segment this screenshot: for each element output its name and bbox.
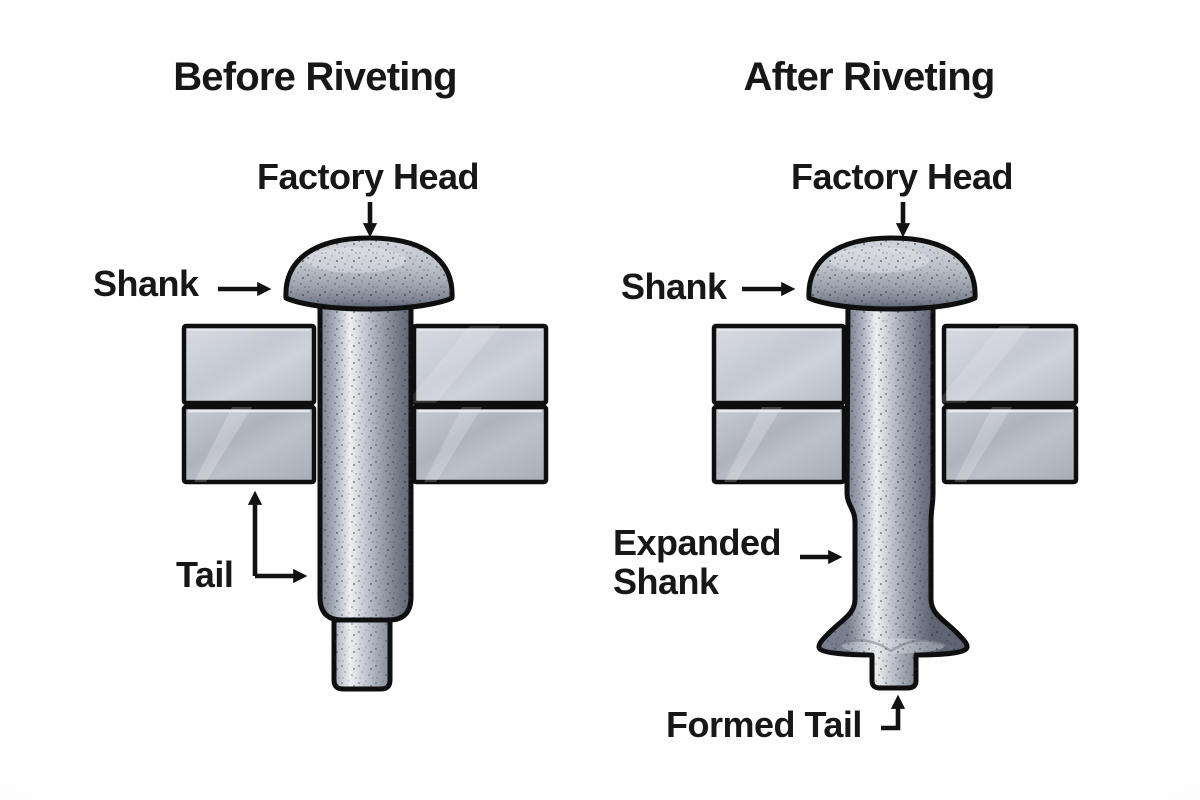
after-plate-bottom-right	[941, 404, 1079, 485]
after-head-speckle	[808, 238, 976, 309]
after-plate-bottom-left	[711, 404, 847, 485]
before-title: Before Riveting	[173, 55, 457, 99]
before-plate-bottom-left	[181, 404, 317, 485]
before-plate-top-left	[181, 323, 317, 406]
after-plate-top-left	[711, 323, 847, 406]
after-shank-label: Shank	[621, 266, 727, 307]
annotation-arrows	[218, 202, 911, 731]
before-assembly	[181, 235, 549, 692]
formed-tail-arrow	[881, 694, 906, 731]
before-tail-speckle	[334, 620, 390, 689]
after-title: After Riveting	[743, 55, 995, 99]
before-shank-label: Shank	[93, 263, 199, 304]
after-body-speckle	[818, 300, 968, 688]
before-plate-bottom-right	[411, 404, 549, 485]
before-factory-head-label: Factory Head	[256, 156, 480, 197]
after-plate-sheen	[718, 326, 1072, 482]
before-shank-speckle	[320, 300, 411, 620]
formed-tail-label: Formed Tail	[666, 704, 862, 745]
before-tail-label: Tail	[176, 554, 234, 595]
expanded-shank-label: Expanded Shank	[613, 522, 782, 602]
after-factory-head-label: Factory Head	[790, 156, 1014, 197]
before-plate-top-right	[411, 323, 549, 406]
before-plate-sheen	[188, 326, 542, 482]
before-head-speckle	[285, 238, 453, 309]
after-assembly	[711, 235, 1079, 691]
after-plate-top-right	[941, 323, 1079, 406]
